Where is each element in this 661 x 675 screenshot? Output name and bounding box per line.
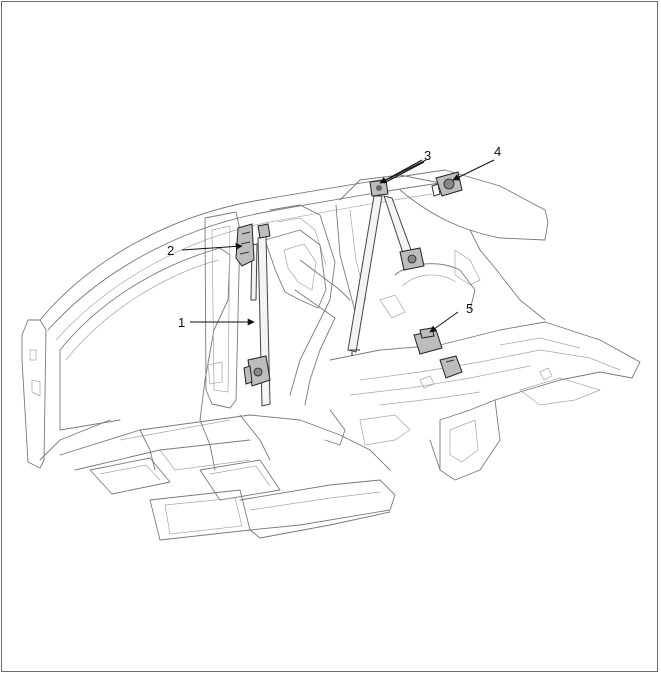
callout-2: 2 [167,243,174,258]
callout-5: 5 [466,301,473,316]
rear-retractor-part [431,171,463,197]
height-adjuster-part [235,223,255,267]
leader-3b [383,161,425,184]
leader-2 [181,242,243,251]
vehicle-body-outline [21,169,641,541]
callout-4: 4 [494,144,501,159]
rear-seat-belt-assembly [347,179,425,356]
callout-3: 3 [424,148,431,163]
callout-leaders [181,159,495,333]
buckle-assembly-part [413,327,463,379]
callout-1: 1 [178,315,185,330]
leader-5 [429,311,459,333]
leader-4 [452,159,495,181]
leader-3c [381,159,427,183]
